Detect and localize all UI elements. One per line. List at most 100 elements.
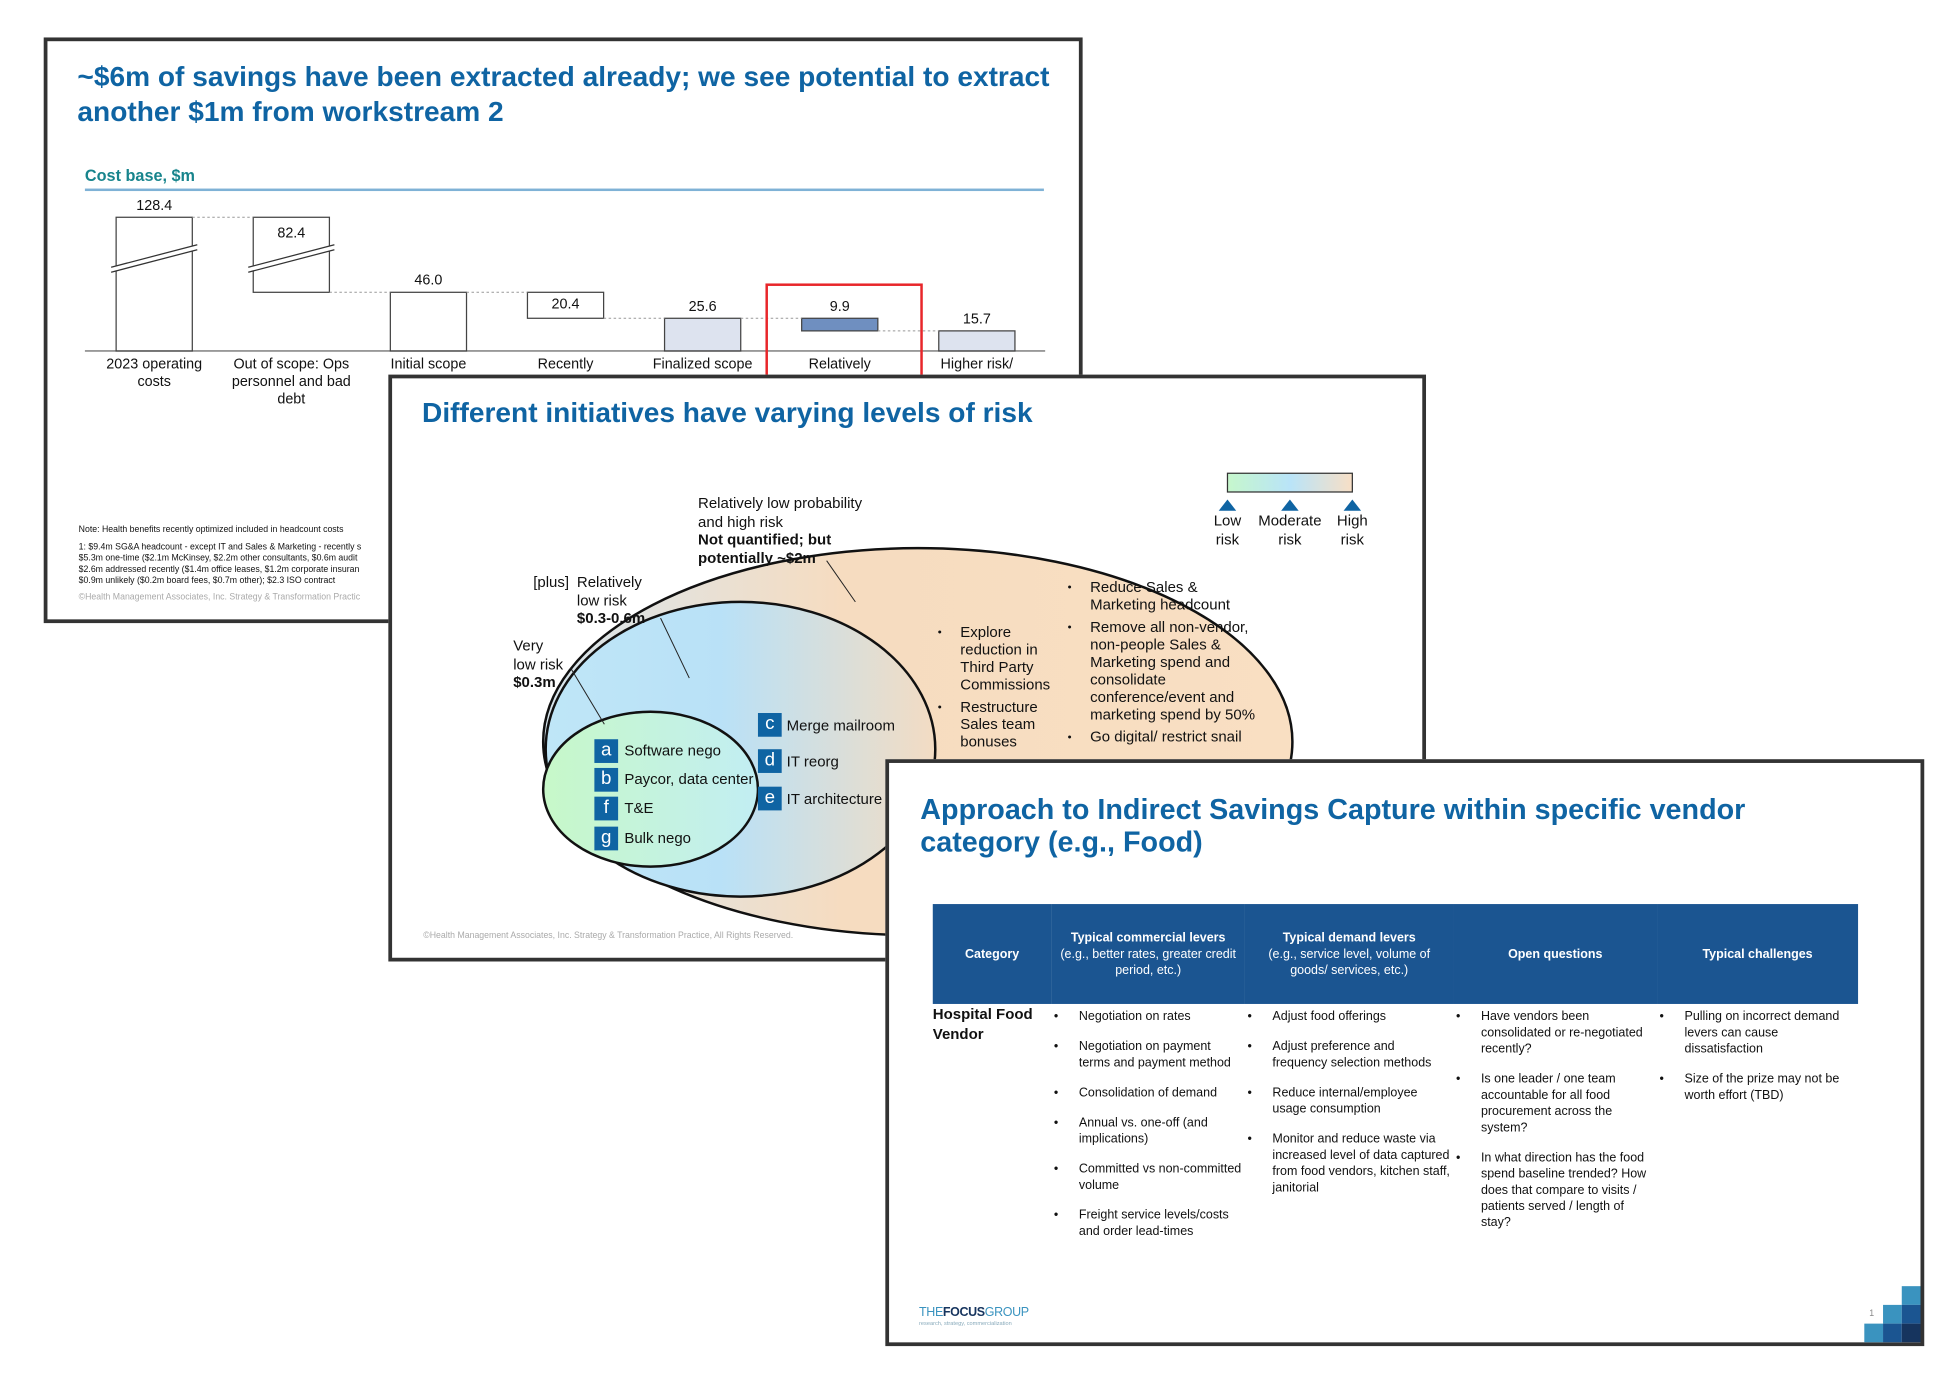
highlight-box [765, 283, 923, 389]
legend-text: Moderate [1258, 511, 1322, 530]
label-line: Very [513, 636, 544, 655]
axis-break-mark [248, 244, 335, 273]
waterfall-chart [84, 216, 1046, 352]
list-item: Negotiation on rates [1051, 1009, 1242, 1025]
category-label: Finalized scope [652, 357, 753, 373]
category-label: Out of scope: Ops personnel and bad debt [231, 357, 351, 408]
waterfall-bar [663, 317, 742, 352]
item-badge-c: c [757, 713, 782, 737]
list-item: Size of the prize may not be worth effor… [1657, 1071, 1856, 1103]
table-header-row: Category Typical commercial levers (e.g.,… [932, 904, 1859, 1004]
legend-text: risk [1278, 530, 1302, 548]
category-label: Initial scope [390, 357, 467, 373]
header-text: Typical demand levers [1282, 930, 1416, 945]
footnote-line: $0.9m unlikely ($0.2m board fees, $0.7m … [78, 576, 336, 586]
note: Note: Health benefits recently optimized… [78, 525, 344, 535]
item-it-architecture: IT architecture [786, 790, 883, 808]
value-label: 46.0 [414, 273, 443, 289]
footnote-line: $2.6m addressed recently ($1.4m office l… [78, 565, 360, 575]
high-risk-label: Relatively low probability and high risk… [698, 494, 862, 566]
challenges-cell: Pulling on incorrect demand levers can c… [1657, 1004, 1858, 1254]
leader-line [826, 560, 856, 603]
header-subtext: (e.g., better rates, greater credit peri… [1060, 947, 1236, 978]
header-commercial-levers: Typical commercial levers (e.g., better r… [1051, 904, 1245, 1004]
label-line: Relatively low probability [698, 494, 863, 512]
waterfall-bar [115, 216, 193, 352]
list-item: Freight service levels/costs and order l… [1051, 1207, 1242, 1239]
value-label: 25.6 [688, 299, 717, 315]
value-label: 128.4 [136, 198, 173, 214]
category-label: Higher risk/ [940, 357, 1014, 373]
header-text: Typical commercial levers [1070, 930, 1226, 945]
high-risk-bullets-col1: Explore reduction in Third Party Commiss… [938, 623, 1057, 755]
legend-marker-high [1343, 499, 1362, 511]
legend-text: High [1336, 511, 1368, 530]
slide-indirect-savings[interactable]: Approach to Indirect Savings Capture wit… [885, 759, 1925, 1347]
slide2-title: Different initiatives have varying level… [422, 397, 1033, 429]
demand-cell: Adjust food offerings Adjust preference … [1245, 1004, 1454, 1254]
low-risk-label: Very low risk $0.3m [513, 637, 563, 691]
list-item: Negotiation on payment terms and payment… [1051, 1039, 1242, 1071]
axis-break-line [110, 244, 198, 268]
axis-break-line [110, 249, 198, 273]
copyright: ©Health Management Associates, Inc. Stra… [423, 931, 794, 941]
bullet-item: Reduce Sales & Marketing headcount [1068, 578, 1268, 613]
item-merge-mailroom: Merge mailroom [786, 716, 895, 735]
footnote-line: 1: $9.4m SG&A headcount - except IT and … [78, 543, 362, 552]
header-category: Category [932, 904, 1052, 1004]
legend-marker-moderate [1281, 499, 1299, 511]
item-badge-f: f [594, 796, 619, 821]
label-line: and high risk [698, 512, 783, 531]
header-text: Typical challenges [1702, 947, 1813, 961]
item-badge-b: b [594, 767, 619, 792]
axis-break-line [248, 249, 335, 273]
slide1-title: ~$6m of savings have been extracted alre… [77, 61, 1050, 128]
label-line: Relatively [576, 573, 642, 591]
copyright: ©Health Management Associates, Inc. Stra… [78, 593, 361, 602]
bullet-item: Restructure Sales team bonuses [938, 698, 1057, 750]
legend-gradient-bar [1226, 472, 1353, 493]
logo-text: THE [919, 1306, 943, 1320]
high-risk-bullets-col2: Reduce Sales & Marketing headcount Remov… [1068, 578, 1268, 750]
header-rule [84, 188, 1044, 192]
logo-text: FOCUS [942, 1306, 985, 1320]
list-item: Consolidation of demand [1051, 1085, 1242, 1101]
category-cell: Hospital Food Vendor [932, 1005, 1033, 1043]
footnote-line: $5.3m one-time ($2.1m McKinsey, $2.2m ot… [78, 554, 358, 564]
bullet-item: Explore reduction in Third Party Commiss… [938, 623, 1057, 693]
legend-text: Low [1213, 511, 1242, 530]
label-line: potentially ~$2m [698, 548, 816, 567]
item-badge-d: d [757, 749, 782, 773]
list-item: Adjust food offerings [1245, 1009, 1451, 1025]
footnotes: 1: $9.4m SG&A headcount - except IT and … [79, 542, 362, 587]
plus-prefix: [plus] [533, 573, 570, 591]
commercial-cell: Negotiation on rates Negotiation on paym… [1051, 1004, 1245, 1254]
category-label: Recently [537, 357, 594, 373]
value-label: 9.9 [829, 299, 850, 315]
header-subtext: (e.g., service level, volume of goods/ s… [1268, 947, 1431, 978]
label-line: $0.3-0.6m [576, 609, 646, 627]
list-item: In what direction has the food spend bas… [1453, 1150, 1654, 1231]
waterfall-bar [938, 330, 1016, 352]
label-line: low risk [576, 591, 627, 609]
chart-header: Cost base, $m [84, 166, 195, 185]
bullet-item: Go digital/ restrict snail [1068, 728, 1268, 745]
label-line: low risk [513, 654, 564, 673]
legend-marker-low [1218, 499, 1237, 511]
focus-group-logo: THEFOCUSGROUP research, strategy, commer… [919, 1306, 1029, 1326]
item-paycor: Paycor, data center [624, 770, 754, 788]
header-open-questions: Open questions [1453, 904, 1658, 1004]
legend-text: risk [1340, 530, 1364, 548]
value-label: 15.7 [962, 312, 991, 328]
value-label: 20.4 [551, 297, 580, 313]
waterfall-bar [526, 291, 605, 319]
item-it-reorg: IT reorg [786, 752, 839, 771]
leader-line [570, 667, 605, 725]
item-badge-e: e [757, 786, 782, 811]
header-demand-levers: Typical demand levers (e.g., service leve… [1244, 904, 1454, 1004]
category-label: Relatively [808, 357, 871, 373]
logo-text: GROUP [984, 1306, 1029, 1320]
item-badge-a: a [594, 739, 619, 763]
